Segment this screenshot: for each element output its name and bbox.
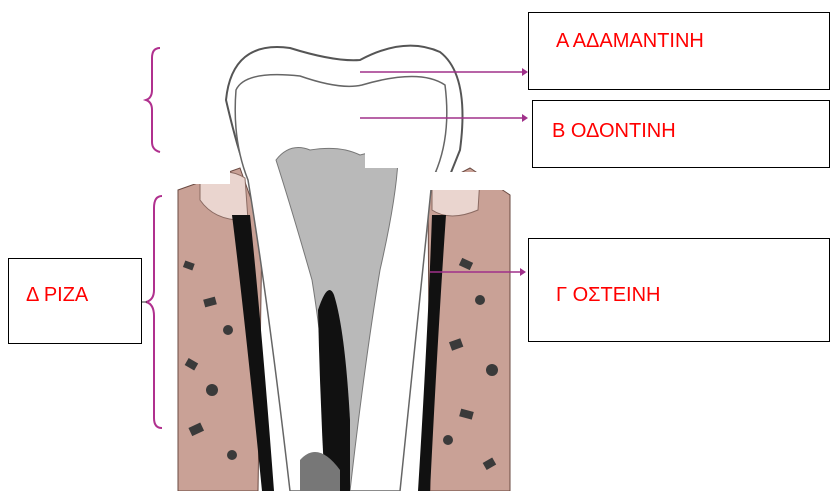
cover-rect-1 [365,150,425,168]
root-bracket [146,196,162,428]
label-d: Δ ΡΙΖΑ [26,284,88,307]
label-c: Γ ΟΣΤΕΙΝΗ [556,284,661,307]
pointer-arrow-b [522,114,528,122]
label-a: Α ΑΔΑΜΑΝΤΙΝΗ [556,30,704,53]
label-b: Β ΟΔΟΝΤΙΝΗ [552,120,676,143]
crown-bracket [146,48,160,152]
cover-rect-2 [430,172,570,190]
cover-rect-3 [140,168,230,184]
pointer-arrow-c [520,268,526,276]
